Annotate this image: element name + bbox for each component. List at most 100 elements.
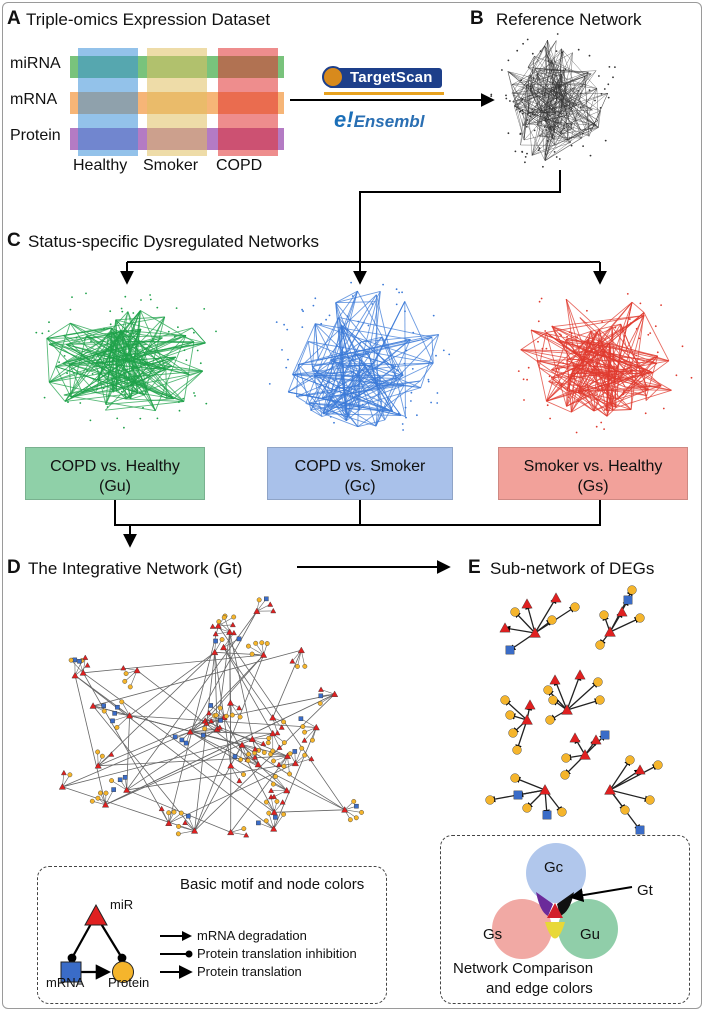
network-node	[310, 409, 312, 411]
protein-node	[595, 695, 605, 705]
legend-edge-inhibition-dot	[185, 950, 193, 958]
column-label-healthy: Healthy	[73, 157, 128, 174]
network-edge	[338, 316, 433, 338]
network-node	[523, 399, 525, 401]
network-edge	[296, 396, 327, 415]
network-node	[562, 362, 564, 364]
integrative-edge	[105, 789, 114, 805]
network-edge	[646, 355, 659, 396]
network-edge	[553, 138, 571, 143]
mrna-node	[77, 659, 82, 664]
network-node	[129, 385, 132, 387]
network-node	[401, 423, 404, 425]
targetscan-logo: TargetScan	[322, 66, 444, 96]
network-edge	[610, 353, 653, 373]
network-edge	[69, 363, 130, 381]
network-edge	[68, 364, 83, 393]
mrna-node	[122, 775, 128, 780]
protein-node	[500, 695, 510, 705]
network-edge	[115, 319, 122, 331]
mir-node	[270, 825, 278, 832]
legend-mir-label: miR	[110, 897, 134, 912]
protein-node	[570, 602, 580, 612]
network-node	[660, 304, 662, 306]
mir-node	[289, 658, 296, 664]
protein-node	[264, 641, 270, 646]
network-node	[410, 391, 413, 394]
network-edge	[527, 87, 576, 115]
network-node	[43, 396, 46, 399]
network-edge	[404, 301, 406, 417]
network-edge	[311, 323, 316, 371]
mir-node	[227, 762, 235, 769]
network-edge	[537, 112, 545, 125]
deg-edge	[609, 764, 660, 791]
integrative-edge	[205, 720, 221, 722]
protein-node	[271, 758, 276, 764]
network-edge	[46, 322, 71, 339]
mir-node	[123, 786, 131, 793]
network-node	[622, 393, 625, 396]
network-edge	[614, 302, 633, 380]
integrative-edge	[223, 632, 235, 648]
network-node	[412, 331, 415, 334]
network-node	[629, 370, 632, 373]
network-edge	[552, 314, 645, 328]
network-edge	[527, 55, 535, 68]
network-node	[397, 369, 399, 372]
network-node	[346, 315, 349, 317]
network-node	[600, 93, 603, 95]
network-edge	[609, 342, 670, 362]
network-node	[85, 292, 87, 295]
network-edge	[530, 330, 547, 402]
integrative-edge	[268, 813, 274, 829]
deg-edge	[504, 699, 528, 721]
network-edge	[63, 379, 143, 396]
network-edge	[546, 400, 572, 413]
network-edge	[511, 45, 545, 94]
network-node	[367, 324, 370, 327]
mir-node	[220, 643, 228, 651]
network-edge	[520, 349, 608, 411]
network-edge	[117, 372, 167, 399]
legend-mir-node	[84, 903, 108, 926]
integrative-edge	[275, 776, 287, 791]
network-node	[427, 378, 430, 381]
panel-a-letter: A	[7, 8, 21, 29]
network-edge	[561, 99, 573, 129]
network-edge	[630, 315, 645, 367]
mrna-node	[623, 595, 633, 605]
network-edge	[107, 348, 112, 379]
mir-node	[226, 699, 235, 706]
network-node	[505, 97, 508, 100]
integrative-edge	[82, 672, 170, 824]
network-node	[416, 414, 418, 417]
network-edge	[614, 365, 632, 381]
column-label-copd: COPD	[216, 157, 263, 174]
network-edge	[130, 394, 145, 400]
network-edge	[540, 70, 558, 84]
network-edge	[338, 317, 377, 427]
network-edge	[375, 378, 397, 427]
network-edge	[183, 341, 195, 402]
mir-node	[84, 662, 91, 668]
network-edge	[144, 369, 167, 396]
protein-node	[351, 799, 357, 804]
network-edge	[507, 71, 525, 141]
network-edge	[514, 48, 562, 107]
deg-edge	[609, 789, 652, 802]
protein-node	[109, 778, 114, 784]
deg-edge	[553, 678, 568, 711]
network-node	[521, 98, 524, 101]
network-edge	[606, 407, 617, 417]
integrative-edge	[62, 733, 273, 788]
network-edge	[146, 343, 190, 375]
deg-edge	[503, 625, 536, 634]
network-edge	[108, 327, 112, 362]
network-node	[501, 69, 503, 71]
network-edge	[140, 310, 195, 343]
network-edge	[537, 70, 597, 74]
network-node	[541, 347, 544, 350]
network-edge	[543, 92, 558, 113]
